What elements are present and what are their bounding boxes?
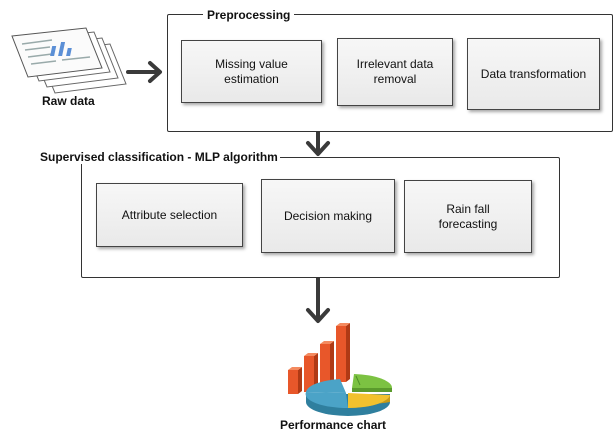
arrow-to-classification [306,129,330,156]
performance-chart-icon [288,323,393,416]
pie-chart [305,374,393,416]
irrelevant-data-removal-box: Irrelevant data removal [337,38,453,106]
preprocessing-title: Preprocessing [203,8,295,22]
classification-title: Supervised classification - MLP algorith… [38,150,280,164]
missing-value-estimation-box: Missing value estimation [181,40,322,103]
bar-3 [320,341,334,388]
arrow-to-performance-chart [306,276,330,323]
rain-fall-forecasting-box: Rain fall forecasting [404,180,532,253]
attribute-selection-box: Attribute selection [96,183,243,247]
bar-4 [336,323,350,382]
performance-chart-label: Performance chart [280,418,387,432]
arrow-to-preprocessing [126,61,162,83]
decision-making-box: Decision making [261,179,395,253]
raw-data-label: Raw data [42,94,95,108]
bar-2 [304,353,318,392]
data-transformation-box: Data transformation [467,38,600,110]
documents-icon [11,27,127,94]
bar-1 [288,367,302,394]
